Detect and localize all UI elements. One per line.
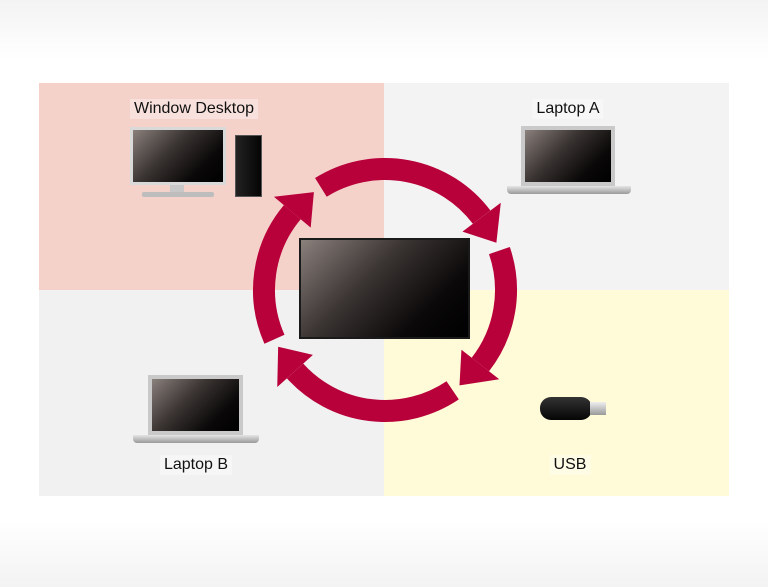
pc-tower-icon (235, 135, 262, 197)
arrow-arc (315, 158, 491, 224)
label-laptop-b: Laptop B (159, 455, 233, 475)
arrow-head (459, 349, 500, 386)
label-window-desktop: Window Desktop (129, 99, 259, 119)
arrow-arc (286, 363, 459, 422)
arrow-head (462, 202, 501, 243)
arrow-arc (471, 247, 517, 372)
arrow-head (277, 346, 313, 388)
label-usb: USB (549, 455, 591, 475)
arrow-head (273, 192, 314, 228)
label-laptop-a: Laptop A (532, 99, 604, 119)
arrow-arc (253, 205, 301, 344)
